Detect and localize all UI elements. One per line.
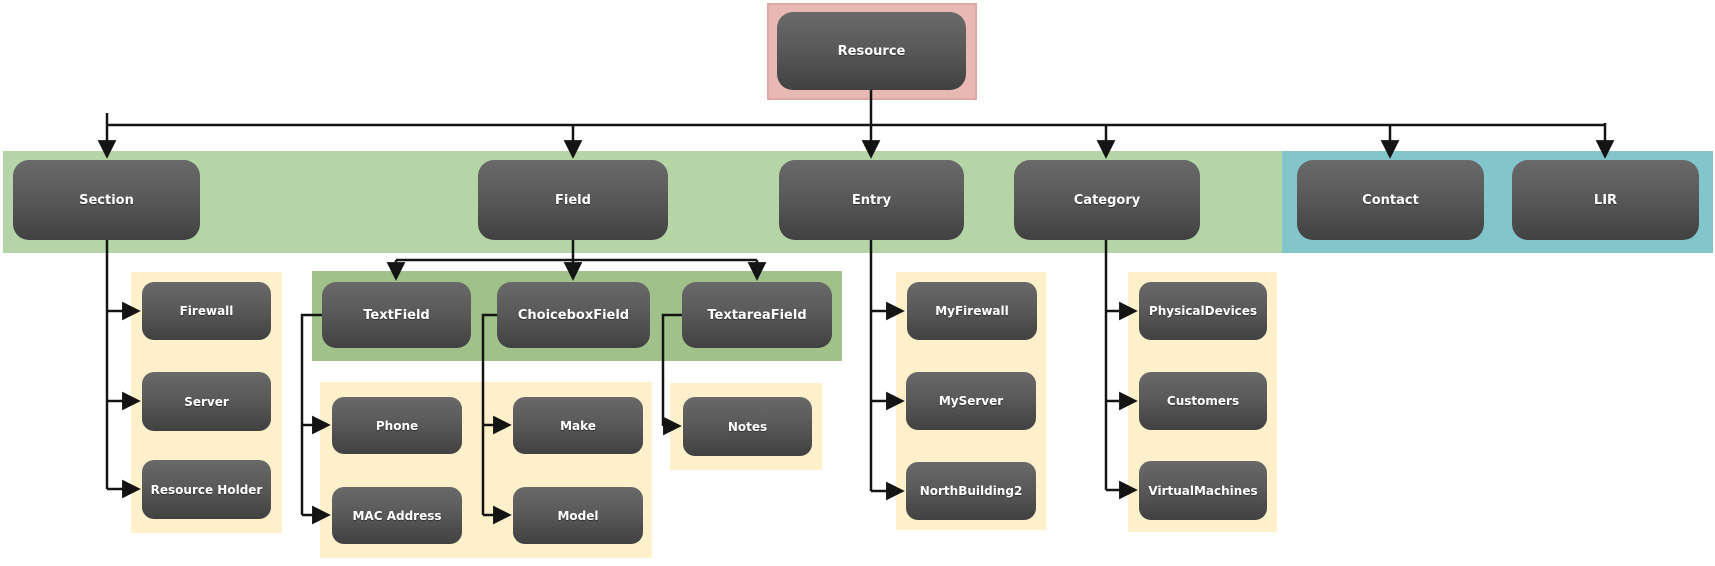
node-customers: Customers <box>1139 372 1267 430</box>
node-section: Section <box>13 160 200 240</box>
node-category: Category <box>1014 160 1200 240</box>
node-field: Field <box>478 160 668 240</box>
node-phone: Phone <box>332 397 462 454</box>
node-model: Model <box>513 487 643 544</box>
node-northbuilding2: NorthBuilding2 <box>906 462 1036 520</box>
node-lir: LIR <box>1512 160 1699 240</box>
node-textareafield: TextareaField <box>682 282 832 348</box>
node-firewall: Firewall <box>142 282 271 340</box>
node-virtualmachines: VirtualMachines <box>1139 461 1267 520</box>
node-textfield: TextField <box>322 282 471 348</box>
node-myserver: MyServer <box>906 372 1036 430</box>
node-notes: Notes <box>683 397 812 456</box>
node-make: Make <box>513 397 643 454</box>
node-resource-holder: Resource Holder <box>142 460 271 519</box>
node-contact: Contact <box>1297 160 1484 240</box>
node-physicaldevices: PhysicalDevices <box>1139 282 1267 340</box>
node-mac-address: MAC Address <box>332 487 462 544</box>
node-entry: Entry <box>779 160 964 240</box>
node-resource: Resource <box>777 12 966 90</box>
node-myfirewall: MyFirewall <box>907 282 1037 340</box>
node-choiceboxfield: ChoiceboxField <box>497 282 650 348</box>
node-server: Server <box>142 372 271 431</box>
